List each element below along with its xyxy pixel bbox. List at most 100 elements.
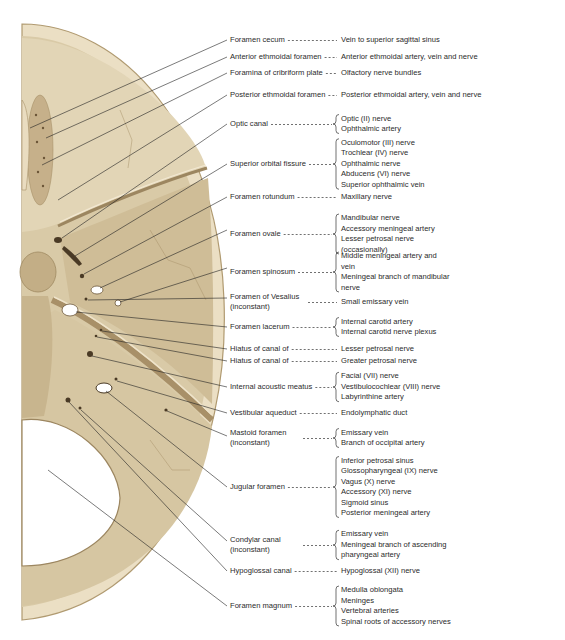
leader-line <box>42 73 227 165</box>
petrous-ridge <box>52 300 212 420</box>
structure-label: Labyrinthine artery <box>341 392 541 403</box>
structure-label: Emissary vein <box>341 529 451 540</box>
dashed-leader <box>326 73 337 74</box>
curly-brace <box>333 139 339 190</box>
content-group: Oculomotor (III) nerveTrochlear (IV) ner… <box>341 138 541 191</box>
structure-label: Vagus (X) nerve <box>341 477 541 488</box>
content-group: Lesser petrosal nerve <box>341 344 541 355</box>
leader-line <box>62 124 227 238</box>
structure-label: Olfactory nerve bundles <box>341 68 541 79</box>
structure-label: Endolymphatic duct <box>341 408 541 419</box>
foramen-label: Foramina of cribriform plate <box>230 68 323 79</box>
structure-label: Vertebral arteries <box>341 606 541 617</box>
structure-label: Anterior ethmoidal artery, vein and nerv… <box>341 52 541 63</box>
content-group: Greater petrosal nerve <box>341 356 541 367</box>
foramen-spinosum <box>115 300 121 306</box>
content-group: Mandibular nerveAccessory meningeal arte… <box>341 213 436 255</box>
foramen-label: Foramen magnum <box>230 601 292 612</box>
foramen-lacerum <box>62 304 78 316</box>
structure-label: Trochlear (IV) nerve <box>341 148 541 159</box>
structure-label: Facial (VII) nerve <box>341 371 541 382</box>
structure-label: Emissary vein <box>341 428 541 439</box>
structure-label: Inferior petrosal sinus <box>341 456 541 467</box>
dashed-leader <box>295 606 332 607</box>
structure-label: Ophthalmic artery <box>341 124 541 135</box>
crista-galli <box>22 100 29 190</box>
hiatus <box>95 335 98 338</box>
foramen-label: Mastoid foramen (inconstant) <box>230 428 300 449</box>
foramen-label: Jugular foramen <box>230 482 285 493</box>
curly-brace <box>333 214 339 254</box>
foramen-label: Superior orbital fissure <box>230 159 306 170</box>
curly-brace <box>333 530 339 560</box>
dashed-leader <box>308 302 337 303</box>
foramen-label: Internal acoustic meatus <box>230 382 312 393</box>
structure-label: Internal carotid nerve plexus <box>341 327 541 338</box>
foramen-label: Optic canal <box>230 119 268 130</box>
content-group: Anterior ethmoidal artery, vein and nerv… <box>341 52 541 63</box>
foramen-label: Foramen lacerum <box>230 322 290 333</box>
petrous-highlight <box>54 297 212 415</box>
structure-label: Abducens (VI) nerve <box>341 169 541 180</box>
dashed-leader <box>325 57 337 58</box>
structure-label: Accessory meningeal artery <box>341 224 436 235</box>
content-group: Hypoglossal (XII) nerve <box>341 566 541 577</box>
foramen-label: Hiatus of canal of <box>230 344 289 355</box>
structure-label: Posterior meningeal artery <box>341 508 541 519</box>
content-group: Inferior petrosal sinusGlossopharyngeal … <box>341 456 541 519</box>
structure-label: Meningeal branch of mandibular nerve <box>341 272 451 293</box>
leader-line <box>76 312 227 327</box>
content-group: Emissary veinMeningeal branch of ascendi… <box>341 529 451 561</box>
dashed-leader <box>288 40 337 41</box>
foramen-label: Vestibular aqueduct <box>230 408 297 419</box>
skull-rim <box>22 24 224 620</box>
dashed-leader <box>292 361 337 362</box>
leader-line <box>106 391 227 487</box>
foramen-label: Foramen of Vesalius (inconstant) <box>230 292 305 313</box>
dashed-leader <box>298 197 337 198</box>
hole <box>36 141 38 143</box>
curly-brace <box>333 372 339 402</box>
hole <box>42 185 44 187</box>
leader-line <box>100 230 227 288</box>
foramen-label: Anterior ethmoidal foramen <box>230 52 322 63</box>
structure-label: Meningeal branch of ascending pharyngeal… <box>341 540 451 561</box>
content-group: Emissary veinBranch of occipital artery <box>341 428 541 449</box>
content-group: Endolymphatic duct <box>341 408 541 419</box>
superior-orbital-fissure <box>62 246 82 266</box>
structure-label: Ophthalmic nerve <box>341 159 541 170</box>
foramen-label: Posterior ethmoidal foramen <box>230 90 325 101</box>
structure-label: Oculomotor (III) nerve <box>341 138 541 149</box>
content-group: Optic (II) nerveOphthalmic artery <box>341 114 541 135</box>
dashed-leader <box>309 164 332 165</box>
condylar-canal <box>79 407 82 410</box>
curly-brace <box>333 252 339 292</box>
foramen-label: Foramen rotundum <box>230 192 295 203</box>
leader-line <box>167 411 227 436</box>
suture-line <box>150 440 190 470</box>
cribriform-plate <box>27 95 53 205</box>
leader-line <box>46 57 227 138</box>
structure-label: Posterior ethmoidal artery, vein and ner… <box>341 90 541 101</box>
leader-line <box>117 381 227 413</box>
foramen-label: Condylar canal (inconstant) <box>230 535 300 556</box>
structure-label: Vein to superior sagittal sinus <box>341 35 541 46</box>
content-group: Olfactory nerve bundles <box>341 68 541 79</box>
leader-line <box>30 40 227 128</box>
jugular-foramen <box>96 383 112 393</box>
optic-canal <box>54 237 62 243</box>
leader-line <box>92 356 227 387</box>
leader-line <box>102 331 227 349</box>
structure-label: Medulla oblongata <box>341 585 541 596</box>
hypoglossal-canal <box>66 398 71 403</box>
hole <box>43 157 45 159</box>
leader-line <box>81 410 227 541</box>
suture-line <box>120 110 132 168</box>
leader-line <box>88 298 227 300</box>
sella-turcica <box>20 252 56 292</box>
structure-label: Meninges <box>341 596 541 607</box>
clivus <box>22 296 52 418</box>
content-group: Medulla oblongataMeningesVertebral arter… <box>341 585 541 627</box>
dashed-leader <box>271 124 332 125</box>
structure-label: Spinal roots of accessory nerves <box>341 617 541 628</box>
